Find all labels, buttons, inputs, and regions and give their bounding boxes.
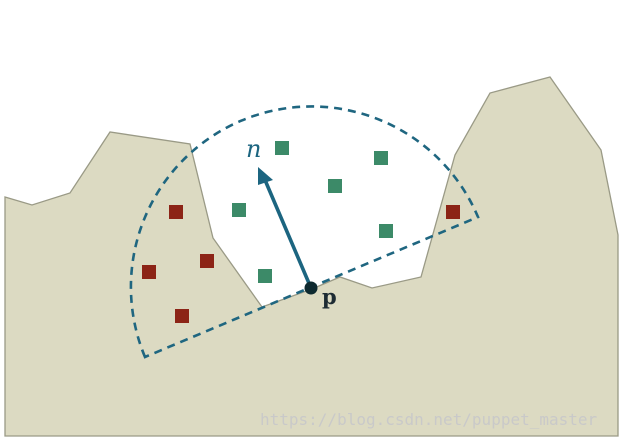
sample-occluded — [142, 265, 156, 279]
sample-unoccluded — [379, 224, 393, 238]
point-label: p — [322, 284, 337, 309]
sample-occluded — [175, 309, 189, 323]
sample-occluded — [169, 205, 183, 219]
sample-occluded — [200, 254, 214, 268]
normal-arrow — [258, 167, 313, 290]
occluded-samples — [142, 205, 460, 323]
sample-unoccluded — [374, 151, 388, 165]
sample-occluded — [446, 205, 460, 219]
unoccluded-samples — [232, 141, 393, 283]
surface-point — [304, 281, 318, 295]
sample-unoccluded — [275, 141, 289, 155]
surface-geometry — [4, 76, 619, 437]
sample-unoccluded — [328, 179, 342, 193]
hemisphere-outline — [129, 105, 480, 359]
watermark-text: https://blog.csdn.net/puppet_master — [260, 410, 598, 429]
sample-unoccluded — [232, 203, 246, 217]
normal-label: n — [246, 135, 261, 163]
sample-unoccluded — [258, 269, 272, 283]
